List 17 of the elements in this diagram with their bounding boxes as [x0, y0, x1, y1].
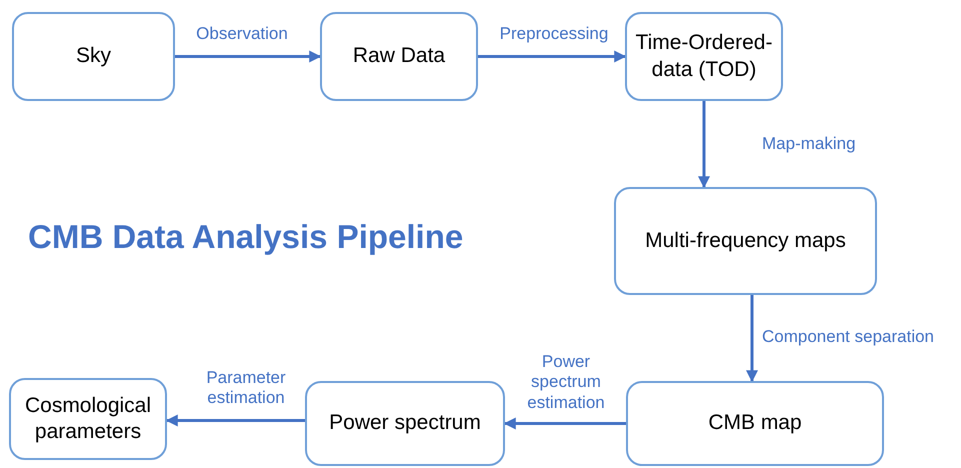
arrow: [478, 50, 626, 62]
process-box: Time-Ordered-data (TOD): [625, 12, 783, 101]
process-box: CMB map: [626, 381, 884, 466]
process-box: Sky: [12, 12, 175, 101]
edge-label: Component separation: [762, 327, 934, 348]
edge-label: Map-making: [762, 134, 856, 154]
process-box: Raw Data: [320, 12, 478, 101]
arrow: [175, 50, 322, 62]
diagram-title: CMB Data Analysis Pipeline: [28, 218, 464, 256]
arrow: [166, 414, 305, 426]
arrow: [504, 418, 626, 430]
process-box: Cosmological parameters: [9, 378, 167, 460]
arrow: [698, 101, 710, 188]
process-box: Power spectrum: [305, 381, 505, 466]
process-box: Multi-frequency maps: [614, 187, 877, 295]
edge-label: Preprocessing: [500, 24, 608, 44]
arrow: [746, 295, 758, 382]
